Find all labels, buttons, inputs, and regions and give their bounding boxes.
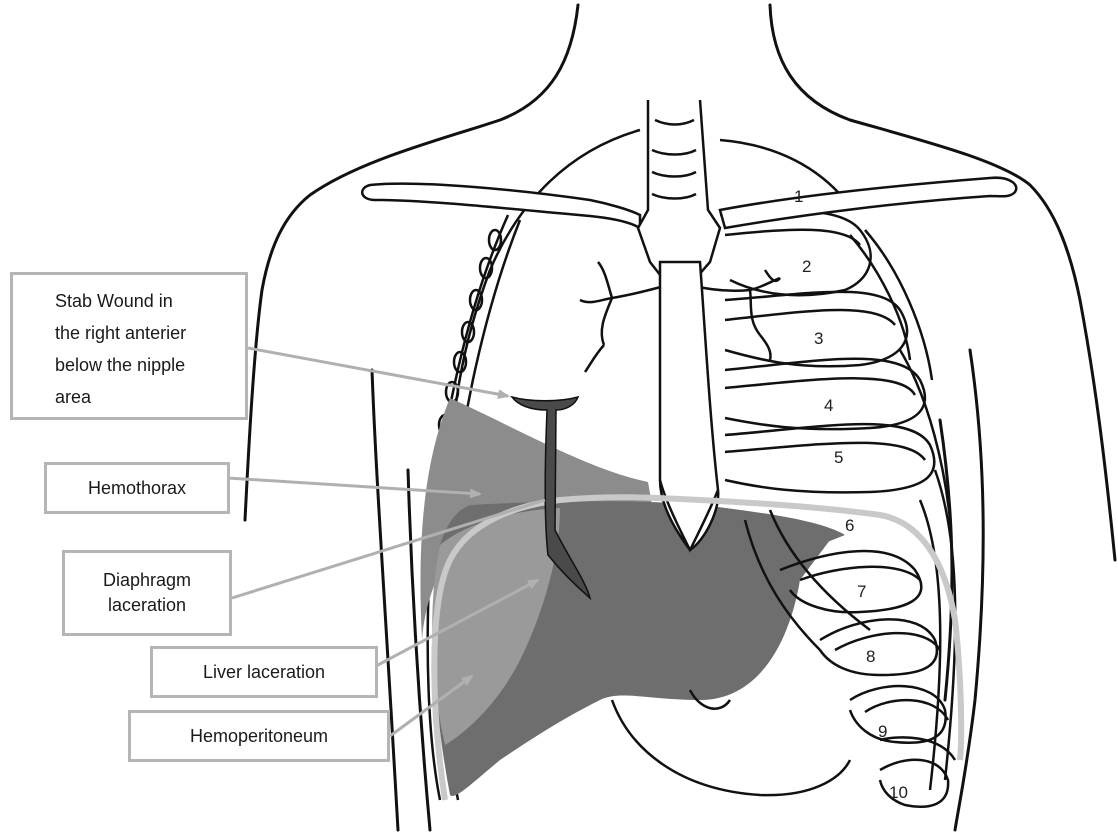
hemothorax-label: Hemothorax xyxy=(44,462,230,514)
diaphragm-laceration-label: Diaphragm laceration xyxy=(62,550,232,636)
rib-number-3: 3 xyxy=(814,329,823,348)
rib-number-1: 1 xyxy=(794,187,803,206)
rib-number-8: 8 xyxy=(866,647,875,666)
rib-number-7: 7 xyxy=(857,582,866,601)
abdomen-outline xyxy=(612,690,850,795)
liver-laceration-label: Liver laceration xyxy=(150,646,378,698)
rib-number-2: 2 xyxy=(802,257,811,276)
trachea xyxy=(638,100,720,285)
hemoperitoneum-label: Hemoperitoneum xyxy=(128,710,390,762)
stab-wound-label: Stab Wound in the right anterier below t… xyxy=(10,272,248,420)
rib-number-6: 6 xyxy=(845,516,854,535)
rib-number-4: 4 xyxy=(824,396,833,415)
arrow-stab-wound xyxy=(248,348,508,396)
rib-number-5: 5 xyxy=(834,448,843,467)
rib-number-10: 10 xyxy=(889,783,908,802)
rib-number-9: 9 xyxy=(878,722,887,741)
